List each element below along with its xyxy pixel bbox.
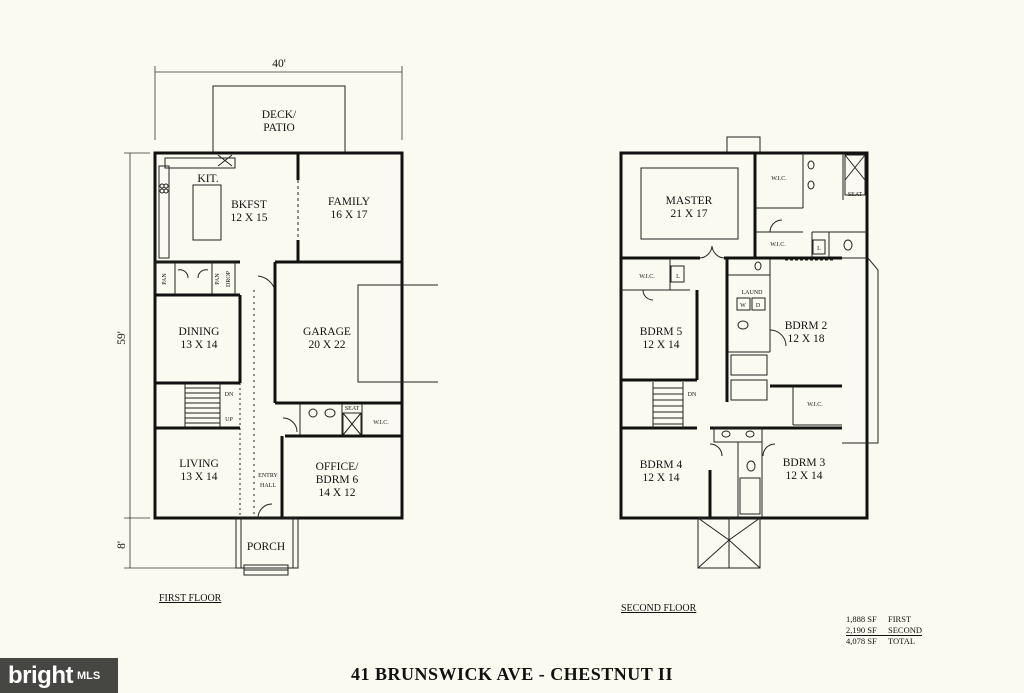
depth-dimension: 59' bbox=[116, 331, 128, 345]
width-dimension: 40' bbox=[272, 58, 286, 70]
room-bdrm4-size: 12 X 14 bbox=[642, 472, 679, 484]
room-family-name: FAMILY bbox=[328, 196, 371, 208]
label-master-wic-1: W.I.C. bbox=[771, 176, 787, 182]
label-bdrm2-wic: W.I.C. bbox=[807, 402, 823, 408]
label-master-seat: SEAT bbox=[848, 192, 863, 198]
watermark-brand: bright bbox=[8, 661, 73, 689]
sf-second-label: SECOND bbox=[888, 624, 923, 635]
sf-total-label: TOTAL bbox=[888, 636, 916, 646]
second-floor-stairs bbox=[652, 382, 684, 428]
room-office-line1: OFFICE/ bbox=[316, 461, 360, 473]
sf-second-value: 2,190 SF bbox=[846, 624, 877, 635]
label-stair-up: UP bbox=[225, 417, 233, 423]
stairs bbox=[184, 383, 221, 428]
label-master-wic-2: W.I.C. bbox=[770, 242, 786, 248]
room-kit: KIT. bbox=[197, 173, 218, 185]
room-bdrm5-name: BDRM 5 bbox=[640, 326, 683, 338]
room-deck-line1: DECK/ bbox=[262, 109, 297, 121]
room-deck-line2: PATIO bbox=[263, 122, 295, 134]
room-bdrm3-size: 12 X 14 bbox=[785, 470, 822, 482]
sf-first-label: FIRST bbox=[888, 614, 912, 624]
room-bdrm2-size: 12 X 18 bbox=[787, 333, 824, 345]
room-master-size: 21 X 17 bbox=[670, 208, 707, 220]
room-office-line2: BDRM 6 bbox=[316, 474, 359, 486]
label-dryer: D bbox=[756, 303, 761, 309]
label-drop: DROP bbox=[226, 270, 232, 287]
room-entry-line1: ENTRY bbox=[258, 473, 278, 479]
sf-row-second: 2,190 SF SECOND bbox=[846, 624, 923, 636]
room-dining-size: 13 X 14 bbox=[180, 339, 217, 351]
label-pan-1: PAN bbox=[162, 273, 168, 285]
sf-row-first: 1,888 SF FIRST bbox=[846, 614, 922, 625]
room-bdrm4-name: BDRM 4 bbox=[640, 459, 683, 471]
second-floor-plan: MASTER 21 X 17 W.I.C. W.I.C. SEAT L W.I.… bbox=[619, 136, 879, 614]
bright-mls-watermark: bright MLS bbox=[0, 658, 118, 693]
label-pan-2: PAN bbox=[215, 273, 221, 285]
room-bkfst-size: 12 X 15 bbox=[230, 212, 267, 224]
room-office-size: 14 X 12 bbox=[318, 487, 355, 499]
label-linen-l: L bbox=[676, 274, 680, 280]
porch-dimension: 8' bbox=[116, 541, 128, 549]
label-seat: SEAT bbox=[345, 406, 360, 412]
label-bdrm5-wic: W.I.C. bbox=[639, 274, 655, 280]
label-wic: W.I.C. bbox=[373, 420, 389, 426]
room-entry-line2: HALL bbox=[260, 483, 276, 489]
room-dining-name: DINING bbox=[179, 326, 220, 338]
room-master-name: MASTER bbox=[666, 195, 713, 207]
plan-title: 41 BRUNSWICK AVE - CHESTNUT II bbox=[351, 664, 673, 684]
room-family-size: 16 X 17 bbox=[330, 209, 367, 221]
second-floor-caption: SECOND FLOOR bbox=[621, 603, 697, 614]
room-garage-size: 20 X 22 bbox=[308, 339, 345, 351]
first-floor-plan: 40' 59' 8' DECK/ PATIO KIT. BKFST 12 X 1… bbox=[116, 58, 438, 604]
room-bkfst-name: BKFST bbox=[231, 199, 267, 211]
label-washer: W bbox=[740, 303, 746, 309]
room-bdrm2-name: BDRM 2 bbox=[785, 320, 828, 332]
label-master-l: L bbox=[817, 246, 821, 252]
room-living-size: 13 X 14 bbox=[180, 471, 217, 483]
room-bdrm3-name: BDRM 3 bbox=[783, 457, 826, 469]
room-porch: PORCH bbox=[247, 541, 285, 553]
sf-row-total: 4,078 SF TOTAL bbox=[846, 636, 922, 647]
sf-first-value: 1,888 SF bbox=[846, 614, 877, 624]
square-footage-table: 1,888 SF FIRST 2,190 SF SECOND 4,078 SF … bbox=[846, 614, 923, 647]
sf-total-value: 4,078 SF bbox=[846, 636, 877, 646]
label-laund: LAUND bbox=[742, 290, 764, 296]
label-stair-dn-2: DN bbox=[688, 392, 697, 398]
watermark-suffix: MLS bbox=[76, 669, 101, 682]
room-living-name: LIVING bbox=[179, 458, 219, 470]
room-bdrm5-size: 12 X 14 bbox=[642, 339, 679, 351]
first-floor-caption: FIRST FLOOR bbox=[159, 593, 222, 604]
room-garage-name: GARAGE bbox=[303, 326, 351, 338]
label-stair-dn: DN bbox=[225, 392, 234, 398]
